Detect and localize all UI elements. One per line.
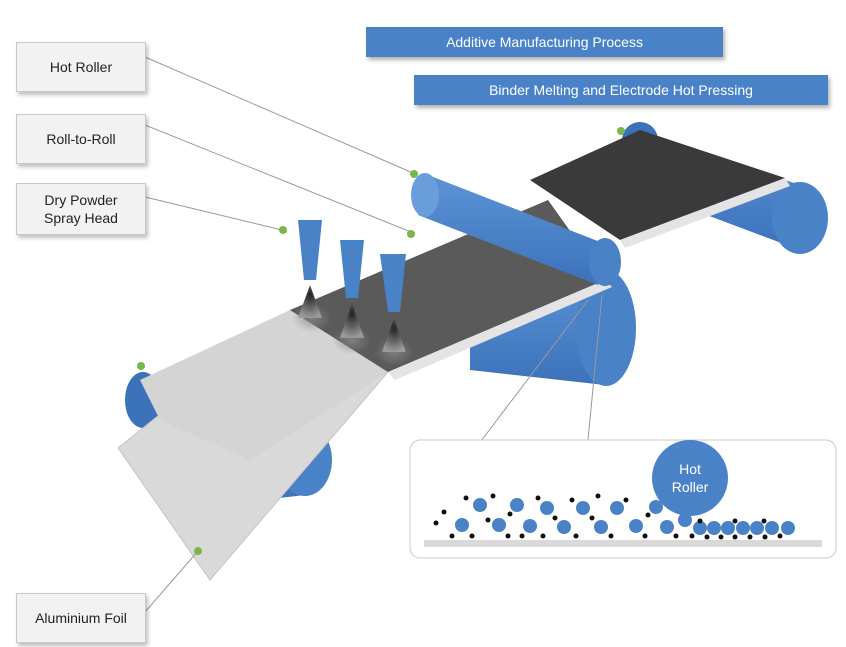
hot-roller [411,173,621,286]
aluminium-foil-label: Aluminium Foil [35,610,127,626]
process-banner-text: Additive Manufacturing Process [446,34,643,50]
spray-head-3 [374,254,414,366]
inset-particles [433,493,795,540]
pressed-electrode [530,130,785,240]
foil-slope [140,310,388,460]
roll-to-roll-callout: Roll-to-Roll [16,114,146,164]
inset-detail [409,439,837,559]
process-banner: Additive Manufacturing Process [366,27,723,57]
spray-head-callout: Dry Powder Spray Head [16,183,146,235]
leader-lines [144,56,603,613]
step-banner-text: Binder Melting and Electrode Hot Pressin… [489,82,753,98]
spray-head-2 [332,240,372,354]
inset-hot-roller-label: Hot Roller [671,461,709,495]
callout-markers [137,127,625,555]
aluminium-foil-callout: Aluminium Foil [16,593,146,643]
roll-to-roll-label: Roll-to-Roll [46,131,116,147]
hot-roller-label: Hot Roller [49,59,113,75]
step-banner: Binder Melting and Electrode Hot Pressin… [414,75,828,105]
hot-roller-callout: Hot Roller [16,42,146,92]
spray-head-1 [292,220,332,332]
spray-head-label: Dry Powder Spray Head [44,192,118,226]
